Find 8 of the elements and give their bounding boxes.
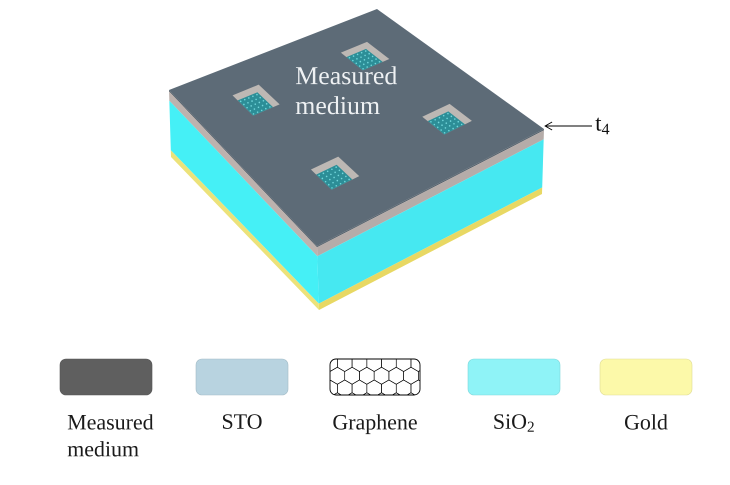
legend-label: SiO$_{2}$	[494, 414, 534, 432]
layered-block: Measured medium	[169, 9, 544, 310]
symbol-label: t$_{4}$	[595, 118, 610, 134]
leader-arrow	[544, 122, 592, 130]
legend-label: Graphene	[333, 414, 417, 434]
legend-label: Measured medium	[68, 414, 154, 457]
legend-label: STO	[222, 414, 262, 429]
legend-label: Gold	[625, 414, 668, 430]
